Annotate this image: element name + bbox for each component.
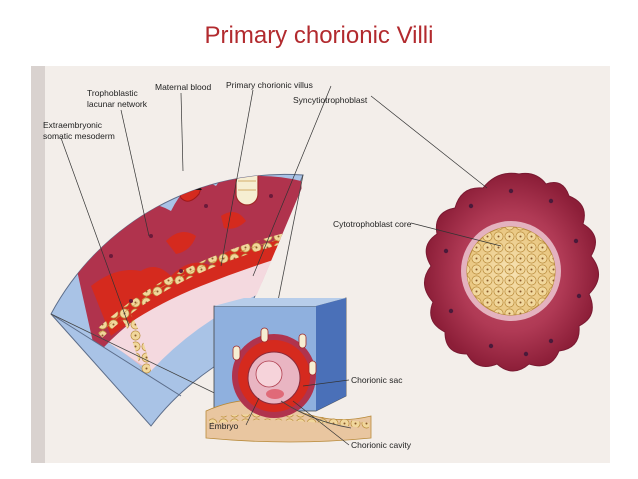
label-embryo: Embryo: [209, 421, 239, 431]
fan-villus-left: [92, 193, 116, 233]
label-trophoblastic-lacunar-network-1: Trophoblastic: [87, 88, 138, 98]
fan-villus-right: [235, 174, 259, 206]
label-trophoblastic-lacunar-network-2: lacunar network: [87, 99, 148, 109]
diagram-svg: Trophoblastic lacunar network Maternal b…: [31, 66, 599, 463]
label-primary-chorionic-villus: Primary chorionic villus: [226, 80, 313, 90]
label-chorionic-sac: Chorionic sac: [351, 375, 403, 385]
diagram-figure: Trophoblastic lacunar network Maternal b…: [31, 66, 610, 463]
chorionic-sac-block: [205, 297, 372, 443]
label-syncytiotrophoblast: Syncytiotrophoblast: [293, 95, 368, 105]
label-maternal-blood: Maternal blood: [155, 82, 212, 92]
slide-title: Primary chorionic Villi: [204, 22, 434, 49]
label-cytotrophoblast-core: Cytotrophoblast core: [333, 219, 412, 229]
fan-villus-center: [170, 174, 204, 202]
villus-cross-section: [424, 172, 599, 372]
zoom-line-left: [50, 313, 232, 402]
label-extraembryonic-1: Extraembryonic: [43, 120, 103, 130]
page-edge-shadow: [31, 66, 45, 463]
label-chorionic-cavity: Chorionic cavity: [351, 440, 412, 450]
leader-lines: [60, 85, 502, 446]
label-extraembryonic-2: somatic mesoderm: [43, 131, 115, 141]
